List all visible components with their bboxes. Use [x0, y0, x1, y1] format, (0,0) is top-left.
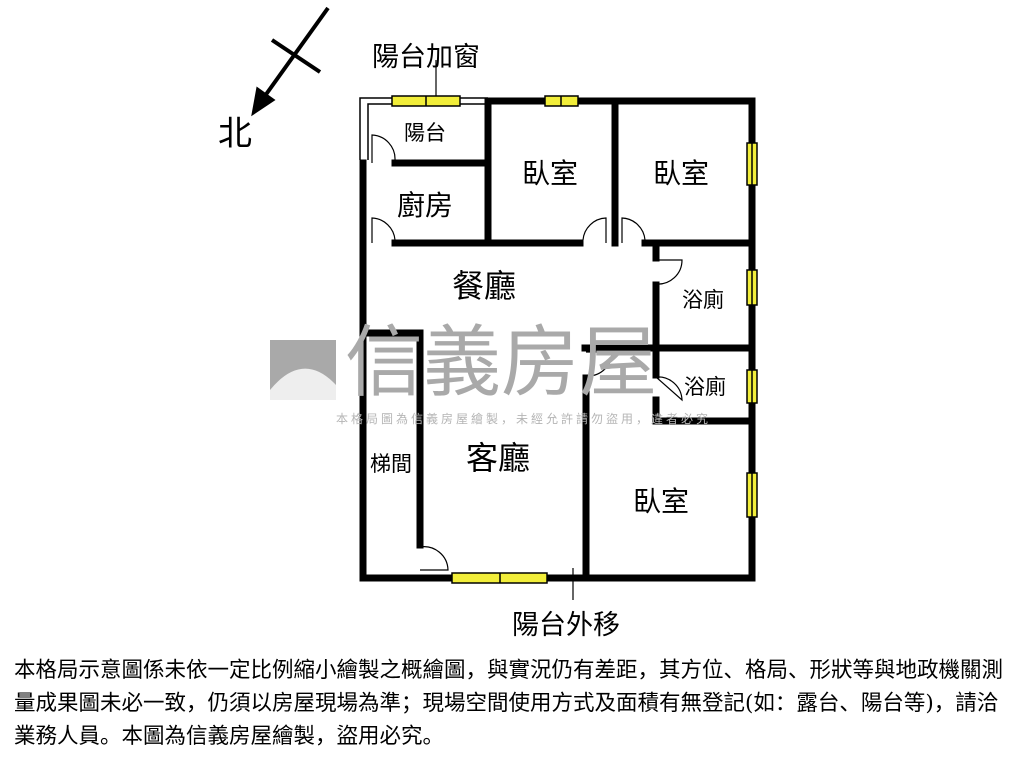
annotation-balcony-window: 陽台加窗	[372, 42, 480, 73]
north-label: 北	[218, 114, 252, 154]
room-living: 客廳	[466, 439, 531, 477]
doors	[371, 60, 683, 600]
room-stairwell: 梯間	[370, 452, 412, 476]
room-bedroom-1: 臥室	[522, 157, 579, 190]
watermark-brand: 信義房屋	[345, 318, 658, 408]
watermark-logo-icon	[270, 340, 336, 400]
watermark-notice: 本格局圖為信義房屋繪製，未經允許請勿盜用，違者必究	[336, 412, 712, 426]
room-dining: 餐廳	[452, 267, 517, 305]
room-bathroom-2: 浴廁	[684, 375, 726, 399]
north-arrow-icon	[251, 6, 330, 117]
room-bathroom-1: 浴廁	[682, 288, 724, 312]
disclaimer-text: 本格局示意圖係未依一定比例縮小繪製之概繪圖，與實況仍有差距，其方位、格局、形狀等…	[14, 658, 1004, 749]
annotation-balcony-moved: 陽台外移	[512, 610, 620, 641]
room-balcony: 陽台	[404, 121, 446, 145]
room-bedroom-3: 臥室	[633, 485, 690, 518]
room-kitchen: 廚房	[397, 189, 454, 222]
windows	[391, 95, 758, 584]
room-bedroom-2: 臥室	[653, 157, 710, 190]
